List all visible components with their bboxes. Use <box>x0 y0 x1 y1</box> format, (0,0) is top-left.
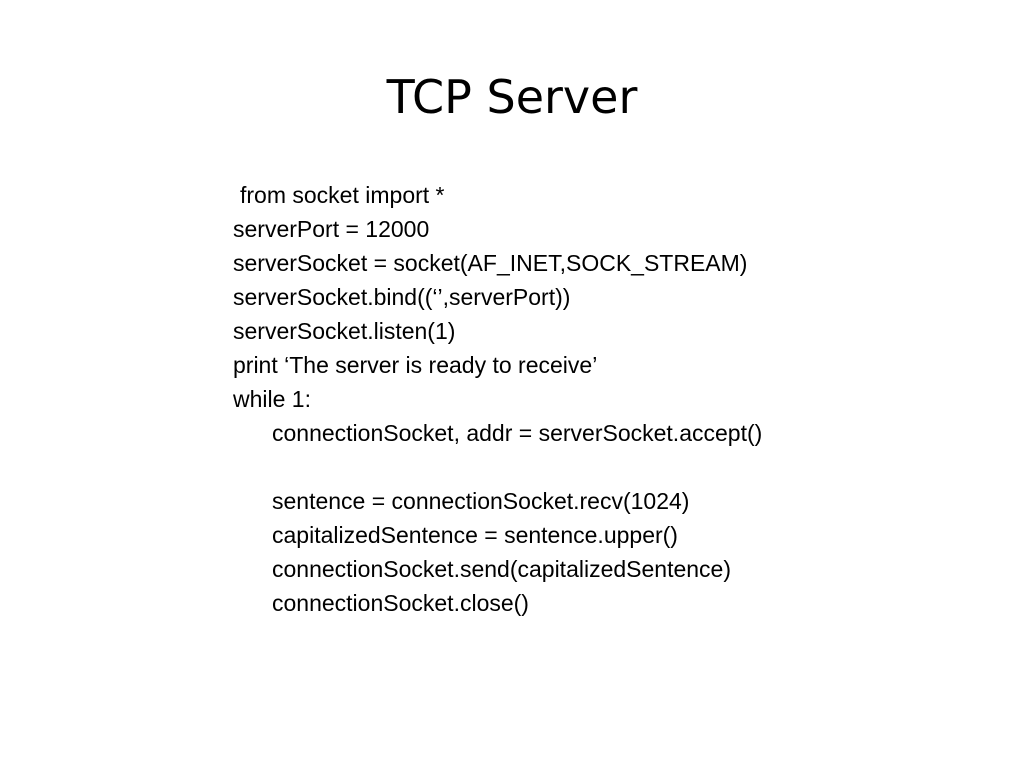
code-line: serverSocket.bind((‘’,serverPort)) <box>233 284 571 310</box>
code-line: from socket import * <box>240 182 445 208</box>
slide-title: TCP Server <box>386 70 638 124</box>
code-line: serverSocket.listen(1) <box>233 318 456 344</box>
code-line: connectionSocket.send(capitalizedSentenc… <box>272 556 732 582</box>
code-line: capitalizedSentence = sentence.upper() <box>272 522 678 548</box>
code-line: print ‘The server is ready to receive’ <box>233 352 598 378</box>
code-line: serverSocket = socket(AF_INET,SOCK_STREA… <box>233 250 748 276</box>
code-line: while 1: <box>233 386 311 412</box>
code-line-blank <box>233 450 1013 484</box>
code-line: connectionSocket.close() <box>272 590 529 616</box>
code-line: serverPort = 12000 <box>233 216 430 242</box>
code-line: connectionSocket, addr = serverSocket.ac… <box>272 420 763 446</box>
code-line: sentence = connectionSocket.recv(1024) <box>272 488 690 514</box>
code-block: from socket import * serverPort = 12000 … <box>233 178 1013 620</box>
